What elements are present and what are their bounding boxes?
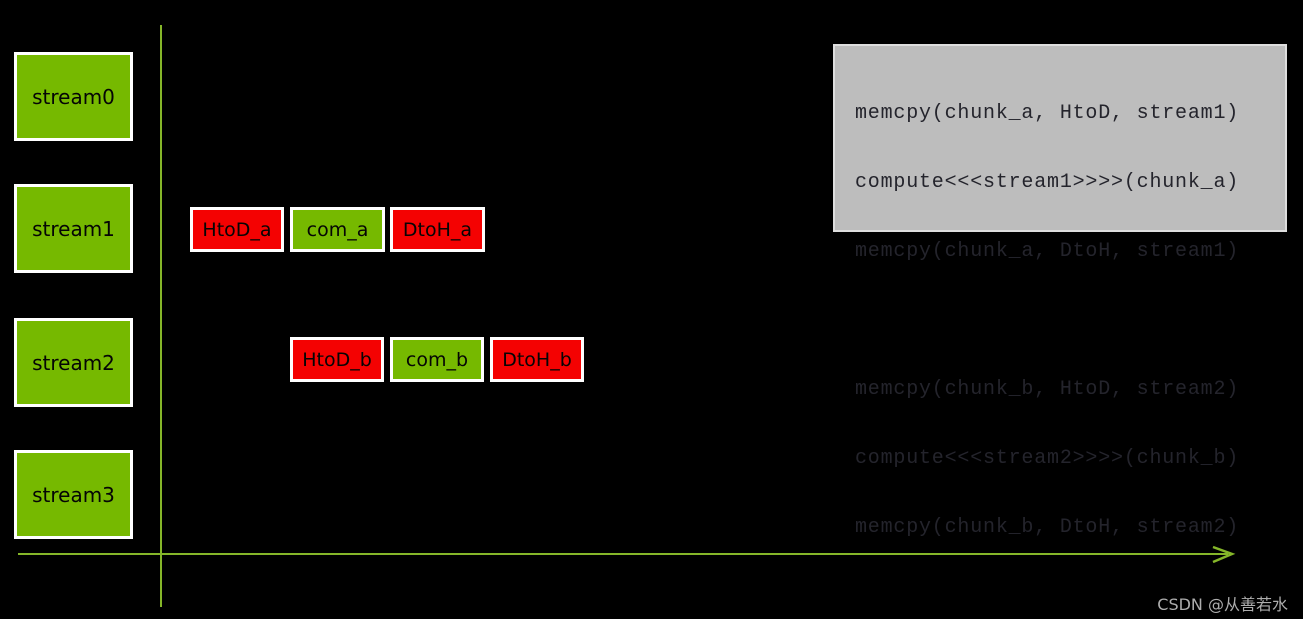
task-box-htod-a: HtoD_a bbox=[190, 207, 284, 252]
code-line: memcpy(chunk_b, HtoD, stream2) bbox=[855, 378, 1240, 401]
task-com-b-label: com_b bbox=[405, 348, 469, 371]
task-box-dtoh-a: DtoH_a bbox=[390, 207, 485, 252]
task-dtoh-b-label: DtoH_b bbox=[502, 348, 572, 371]
stream-box-stream2: stream2 bbox=[14, 318, 133, 407]
stream-box-stream3: stream3 bbox=[14, 450, 133, 539]
code-line: memcpy(chunk_b, DtoH, stream2) bbox=[855, 516, 1240, 539]
stream1-label: stream1 bbox=[32, 216, 115, 241]
code-line: compute<<<stream1>>>>(chunk_a) bbox=[855, 171, 1240, 194]
code-line: memcpy(chunk_a, DtoH, stream1) bbox=[855, 240, 1240, 263]
task-dtoh-a-label: DtoH_a bbox=[402, 218, 473, 241]
code-line bbox=[855, 309, 1285, 332]
stream0-label: stream0 bbox=[32, 84, 115, 109]
task-box-com-a: com_a bbox=[290, 207, 385, 252]
csdn-watermark: CSDN @从善若水 bbox=[1157, 595, 1288, 614]
task-box-com-b: com_b bbox=[390, 337, 484, 382]
task-box-htod-b: HtoD_b bbox=[290, 337, 384, 382]
task-htod-b-label: HtoD_b bbox=[302, 348, 372, 371]
code-line: memcpy(chunk_a, HtoD, stream1) bbox=[855, 102, 1240, 125]
stream-box-stream0: stream0 bbox=[14, 52, 133, 141]
task-box-dtoh-b: DtoH_b bbox=[490, 337, 584, 382]
stream-box-stream1: stream1 bbox=[14, 184, 133, 273]
code-line: compute<<<stream2>>>>(chunk_b) bbox=[855, 447, 1240, 470]
stream3-label: stream3 bbox=[32, 482, 115, 507]
task-htod-a-label: HtoD_a bbox=[202, 218, 272, 241]
task-com-a-label: com_a bbox=[306, 218, 369, 241]
code-snippet-box: memcpy(chunk_a, HtoD, stream1) compute<<… bbox=[833, 44, 1287, 539]
stream2-label: stream2 bbox=[32, 350, 115, 375]
